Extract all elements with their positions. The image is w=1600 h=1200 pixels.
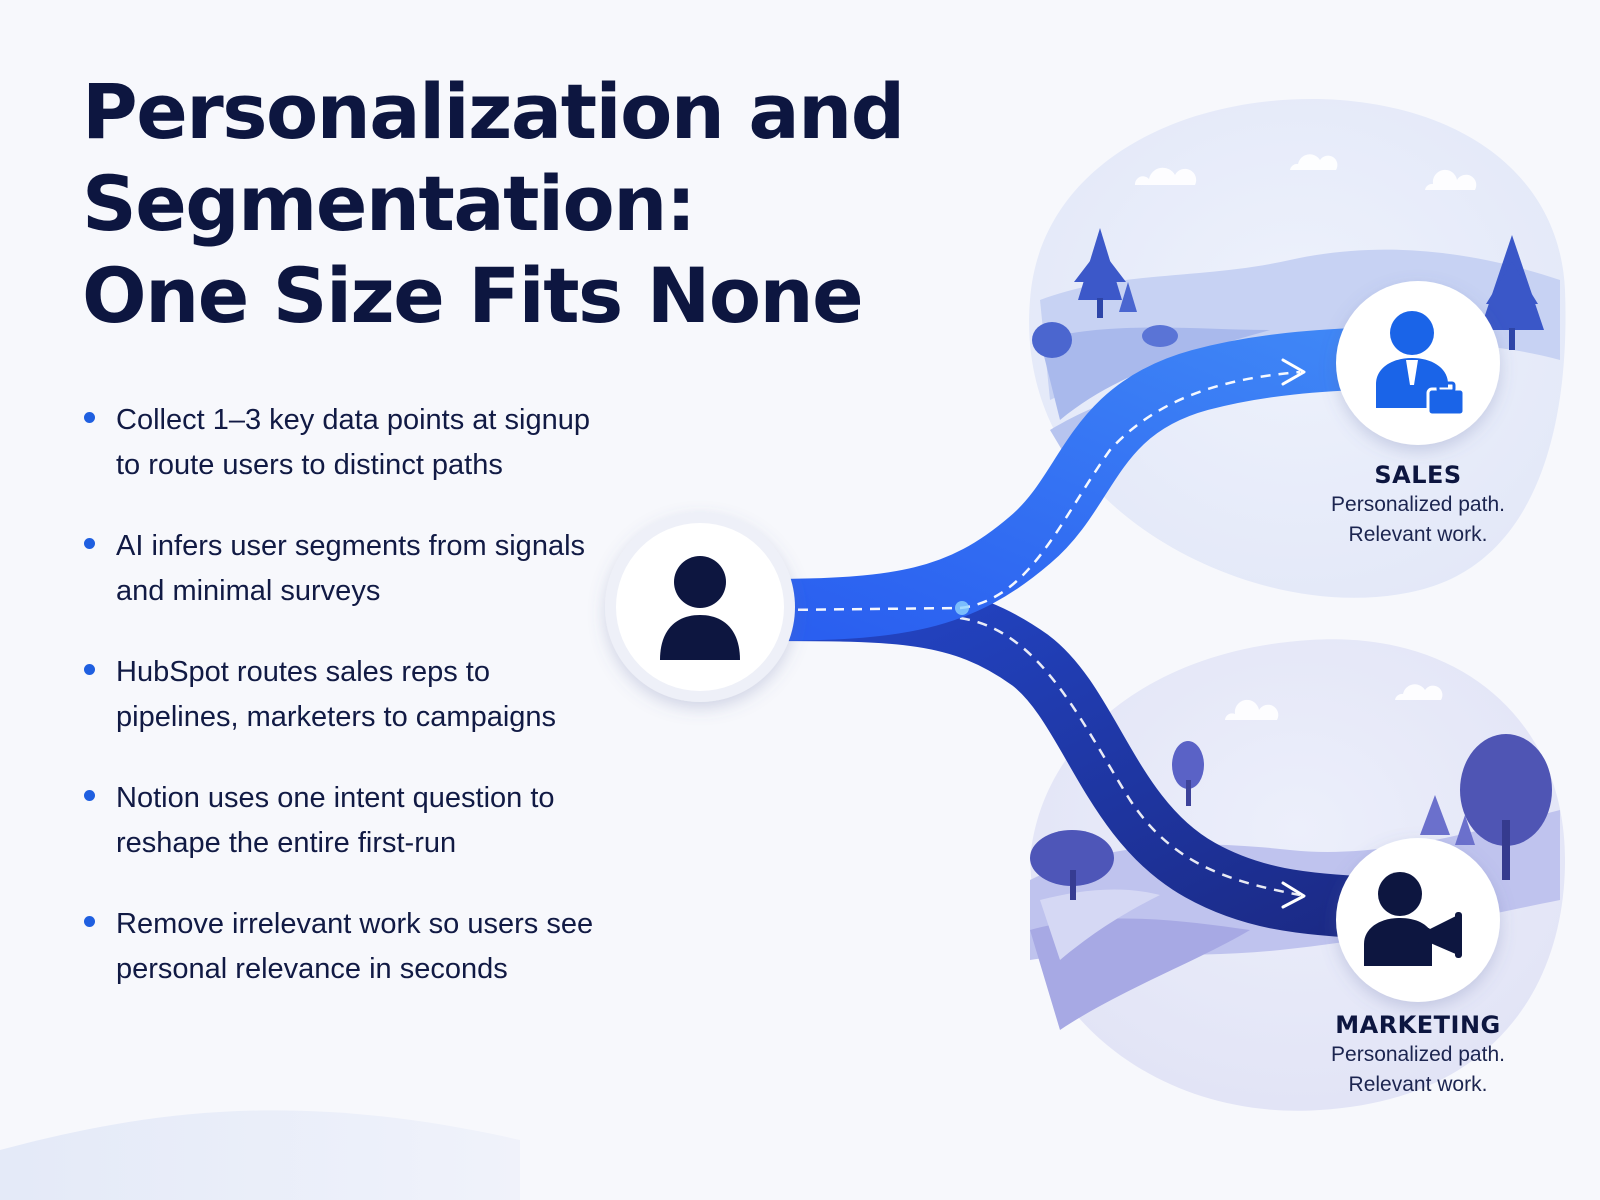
bullet-text-line: HubSpot routes sales reps to [116, 656, 490, 688]
sales-description-line: Relevant work. [1348, 523, 1488, 546]
bullet-text-line: Remove irrelevant work so users see [116, 908, 594, 940]
title-line: Personalization and [82, 67, 905, 156]
salesperson-briefcase-icon [1376, 311, 1466, 417]
bullet-text-line: and minimal surveys [116, 575, 381, 607]
page-title: Personalization and Segmentation: One Si… [82, 66, 905, 342]
bullet-item: Notion uses one intent question to resha… [82, 776, 602, 902]
bullet-dot [84, 916, 95, 927]
sales-path [729, 327, 1411, 641]
sales-description-line: Personalized path. [1331, 493, 1505, 516]
bullet-dot [84, 790, 95, 801]
bullet-text-line: to route users to distinct paths [116, 449, 503, 481]
bullet-text-line: AI infers user segments from signals [116, 530, 586, 562]
sales-label: SALES Personalized path. Relevant work. [1288, 460, 1548, 550]
sales-title: SALES [1374, 461, 1462, 489]
marketing-title: MARKETING [1335, 1011, 1501, 1039]
bullet-list: Collect 1–3 key data points at signup to… [82, 398, 602, 1028]
marketing-node [1336, 838, 1500, 1002]
bullet-text-line: Collect 1–3 key data points at signup [116, 404, 590, 436]
bullet-item: HubSpot routes sales reps to pipelines, … [82, 650, 602, 776]
bullet-text-line: Notion uses one intent question to [116, 782, 555, 814]
bullet-dot [84, 664, 95, 675]
marketer-megaphone-icon [1364, 872, 1462, 966]
marketing-label: MARKETING Personalized path. Relevant wo… [1288, 1010, 1548, 1100]
bullet-text-line: pipelines, marketers to campaigns [116, 701, 557, 733]
bullet-text-line: personal relevance in seconds [116, 953, 508, 985]
title-line: Segmentation: [82, 159, 696, 248]
bullet-dot [84, 412, 95, 423]
marketing-description-line: Personalized path. [1331, 1043, 1505, 1066]
bullet-dot [84, 538, 95, 549]
user-icon [660, 556, 740, 660]
bullet-item: Remove irrelevant work so users see pers… [82, 902, 602, 1028]
bullet-item: Collect 1–3 key data points at signup to… [82, 398, 602, 524]
bullet-text-line: reshape the entire first-run [116, 827, 457, 859]
title-line: One Size Fits None [82, 251, 864, 340]
marketing-description-line: Relevant work. [1348, 1073, 1488, 1096]
bullet-item: AI infers user segments from signals and… [82, 524, 602, 650]
